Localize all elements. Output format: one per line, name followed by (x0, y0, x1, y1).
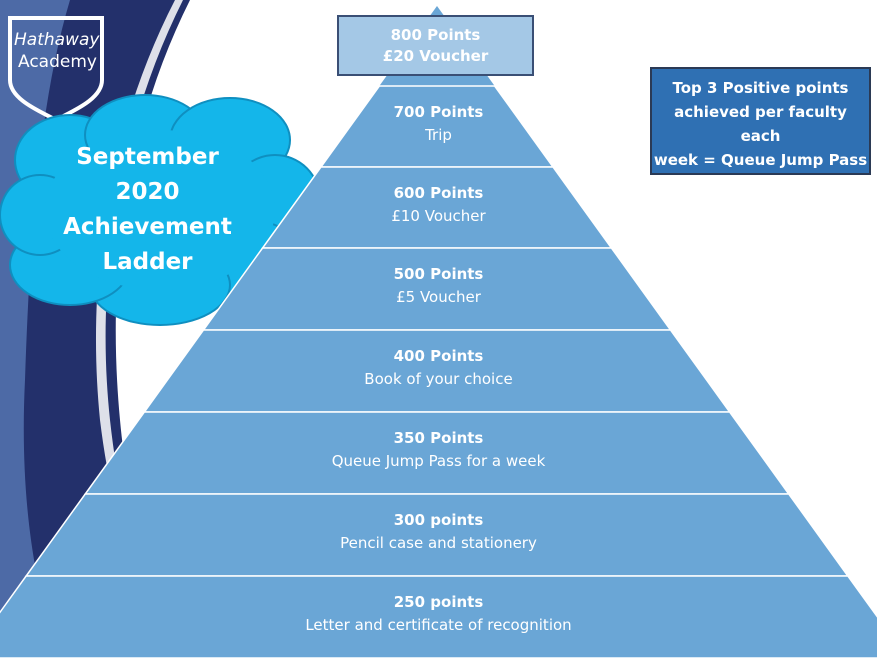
top-reward-box: 800 Points £20 Voucher (337, 15, 534, 76)
info-line3: week = Queue Jump Pass (653, 151, 868, 169)
logo-text-hathaway: Hathaway (14, 30, 100, 50)
top-reward-points: 800 Points (390, 26, 481, 44)
pyramid-band (201, 247, 673, 331)
ladder-title-line2: 2020 (115, 179, 180, 205)
queue-jump-info-box: Top 3 Positive points achieved per facul… (650, 67, 871, 175)
pyramid-band (24, 493, 850, 577)
top-reward-prize: £20 Voucher (382, 47, 489, 65)
ladder-title: September 2020 Achievement Ladder (40, 140, 255, 280)
pyramid (0, 6, 877, 658)
pyramid-band (319, 85, 555, 168)
info-line2: achieved per faculty each (674, 103, 847, 145)
ladder-title-line1: September (76, 144, 219, 170)
ladder-title-line3: Achievement (63, 214, 232, 240)
info-line1: Top 3 Positive points (672, 79, 849, 97)
pyramid-band (0, 575, 877, 658)
ladder-title-line4: Ladder (102, 249, 193, 275)
pyramid-band (261, 166, 613, 249)
pyramid-band (142, 329, 732, 413)
pyramid-band (83, 411, 791, 495)
logo-text-academy: Academy (18, 52, 97, 72)
